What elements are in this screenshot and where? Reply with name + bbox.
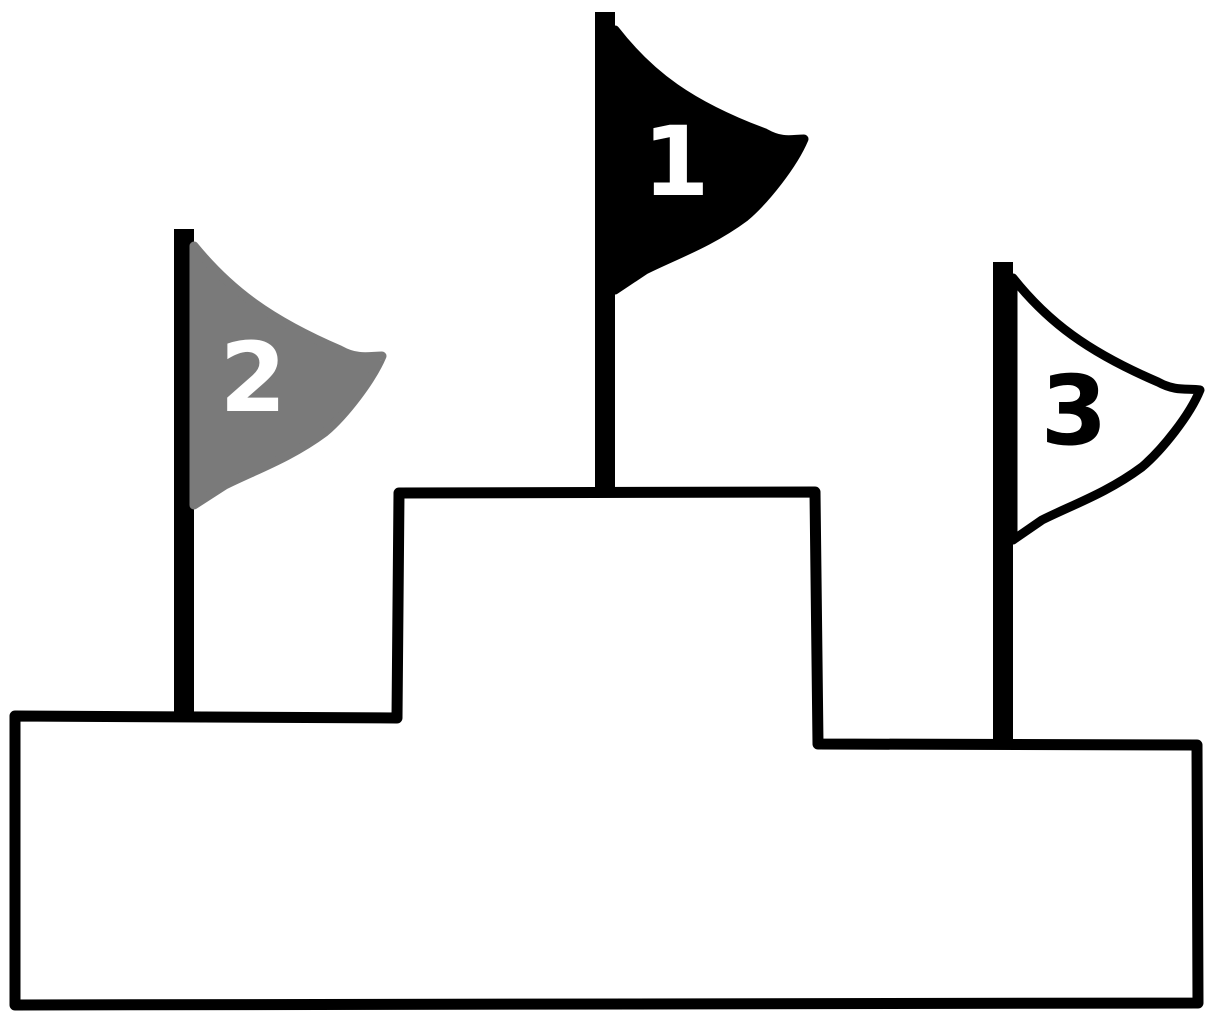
second-place-flag-shape (189, 241, 387, 510)
second-place-flag: 2 (174, 229, 387, 713)
third-place-number: 3 (1041, 355, 1108, 467)
first-place-number: 1 (643, 106, 710, 218)
first-place-flag: 1 (595, 12, 809, 490)
first-place-flag-shape (610, 25, 809, 295)
podium-outline (9, 486, 1204, 1011)
second-place-number: 2 (220, 322, 287, 434)
third-place-flag-shape (1008, 273, 1205, 545)
third-place-flag: 3 (993, 262, 1205, 742)
